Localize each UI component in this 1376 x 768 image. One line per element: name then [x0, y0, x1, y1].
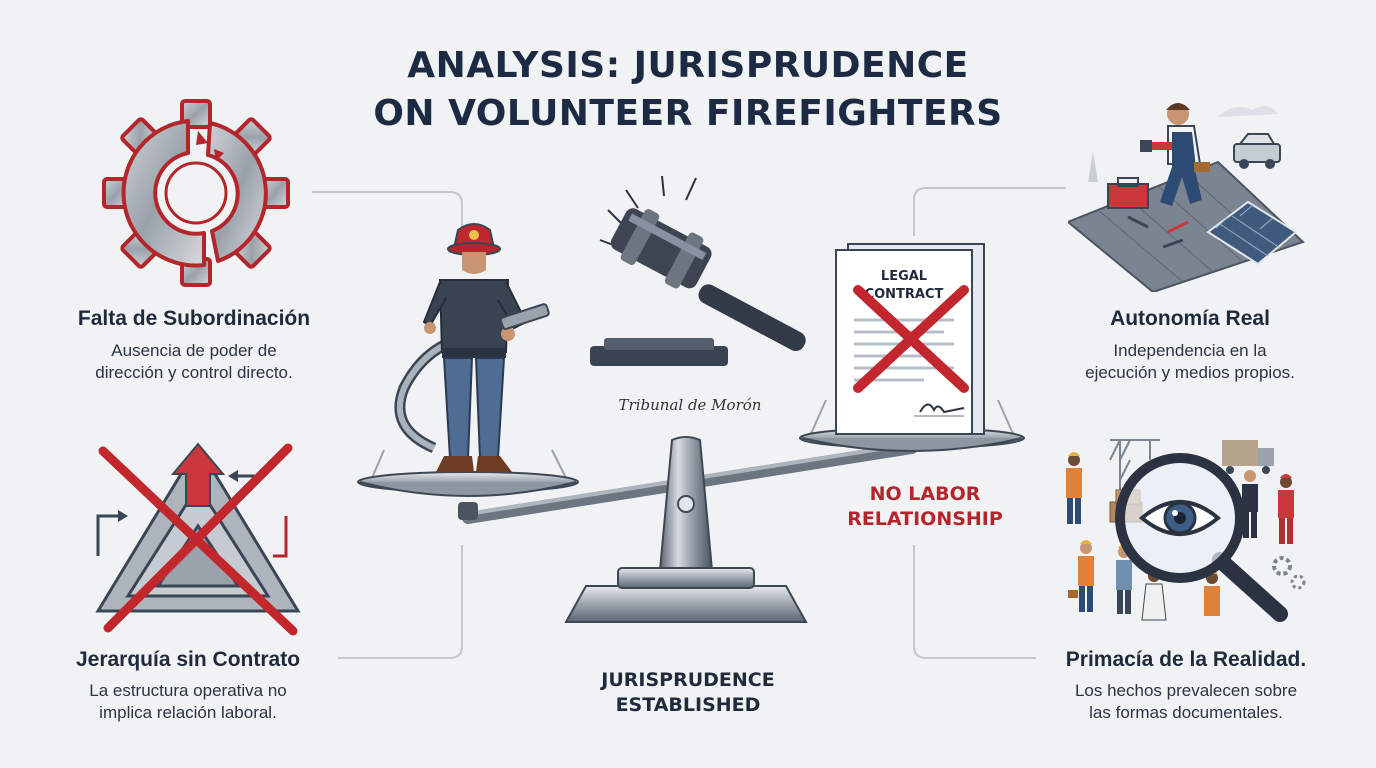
contract-title-line-2: CONTRACT — [865, 287, 944, 302]
title-line-2: ON VOLUNTEER FIREFIGHTERS — [373, 93, 1003, 134]
falta-desc-line-2: dirección y control directo. — [95, 363, 293, 382]
autonomia-desc-line-1: Independencia en la — [1113, 341, 1267, 360]
falta-de-subordinacion-desc: Ausencia de poder de dirección y control… — [34, 340, 354, 384]
connector-bottom-right — [913, 545, 1036, 659]
falta-desc-line-1: Ausencia de poder de — [111, 341, 277, 360]
contract-title-line-1: LEGAL — [881, 269, 927, 284]
gavel-icon — [590, 175, 806, 366]
tribunal-label: Tribunal de Morón — [618, 396, 762, 414]
no-labor-line-2: RELATIONSHIP — [847, 508, 1003, 530]
connector-bottom-left — [338, 545, 463, 659]
broken-gear-icon — [102, 99, 290, 287]
primacia-de-la-realidad-title: Primacía de la Realidad. — [1065, 648, 1307, 671]
autonomia-desc-line-2: ejecución y medios propios. — [1085, 363, 1295, 382]
firefighter-figure — [394, 223, 550, 472]
no-labor-relationship-label: NO LABOR RELATIONSHIP — [800, 482, 1050, 532]
autonomia-real-desc: Independencia en la ejecución y medios p… — [1030, 340, 1350, 384]
primacia-desc-line-1: Los hechos prevalecen sobre — [1074, 681, 1298, 700]
jerarquia-desc-line-2: implica relación laboral. — [99, 703, 277, 722]
jerarquia-sin-contrato-title: Jerarquía sin Contrato — [75, 648, 301, 671]
connector-top-left — [312, 191, 463, 236]
page-title: ANALYSIS: JURISPRUDENCE ON VOLUNTEER FIR… — [0, 42, 1376, 138]
crossed-hierarchy-icon — [95, 442, 301, 636]
connector-top-right — [913, 187, 1066, 236]
primacia-desc-line-2: las formas documentales. — [1089, 703, 1283, 722]
balance-scale-icon — [357, 400, 1025, 623]
falta-de-subordinacion-title: Falta de Subordinación — [77, 307, 311, 330]
magnifier-eye-icon — [1066, 439, 1306, 622]
jerarquia-sin-contrato-desc: La estructura operativa no implica relac… — [28, 680, 348, 724]
autonomia-real-title: Autonomía Real — [1110, 307, 1270, 330]
crossed-contract-icon: LEGAL CONTRACT — [835, 243, 985, 435]
jurisprudence-established-caption: JURISPRUDENCE ESTABLISHED — [528, 668, 848, 718]
caption-line-2: ESTABLISHED — [615, 694, 761, 716]
primacia-de-la-realidad-desc: Los hechos prevalecen sobre las formas d… — [1026, 680, 1346, 724]
title-line-1: ANALYSIS: JURISPRUDENCE — [407, 45, 969, 86]
jerarquia-desc-line-1: La estructura operativa no — [89, 681, 287, 700]
caption-line-1: JURISPRUDENCE — [601, 669, 775, 691]
worker-roof-icon — [1068, 103, 1305, 292]
no-labor-line-1: NO LABOR — [869, 483, 981, 505]
